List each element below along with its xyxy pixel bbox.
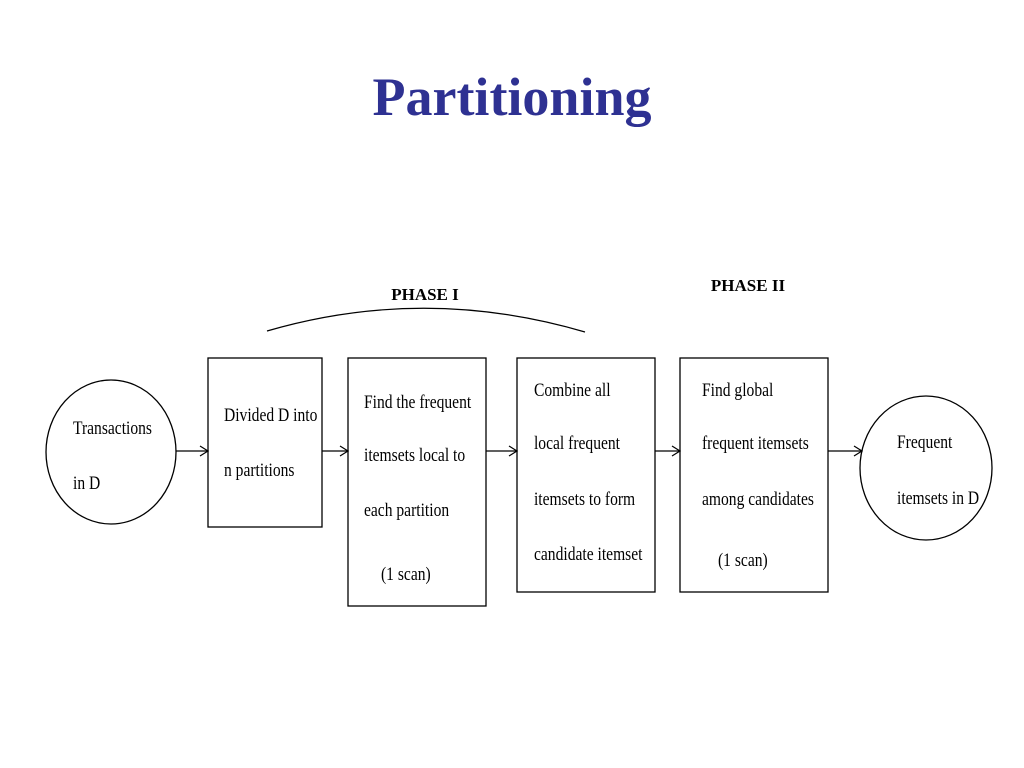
node-local-frequent: Find the frequent itemsets local to each… bbox=[347, 357, 487, 607]
node-combine-line-4: candidate itemset bbox=[534, 544, 643, 565]
node-transactions: Transactions in D bbox=[45, 379, 177, 525]
node-local-frequent-line-2: itemsets local to bbox=[364, 445, 465, 466]
phase-1-label: PHASE I bbox=[391, 285, 459, 304]
node-combine: Combine all local frequent itemsets to f… bbox=[516, 357, 656, 593]
node-global-frequent-box bbox=[679, 357, 829, 593]
node-global-frequent-line-2: frequent itemsets bbox=[702, 433, 809, 454]
arrow-local-to-combine bbox=[486, 445, 519, 457]
node-global-frequent-line-3: among candidates bbox=[702, 489, 814, 510]
node-combine-line-3: itemsets to form bbox=[534, 489, 636, 510]
node-combine-line-1: Combine all bbox=[534, 380, 611, 401]
node-result-line-2: itemsets in D bbox=[897, 488, 979, 509]
node-global-frequent-line-1: Find global bbox=[702, 380, 774, 401]
slide-title: Partitioning bbox=[372, 67, 652, 127]
phase-2-label: PHASE II bbox=[711, 276, 786, 295]
node-local-frequent-line-1: Find the frequent bbox=[364, 392, 471, 413]
node-local-frequent-line-3: each partition bbox=[364, 500, 449, 521]
phase-1-brace bbox=[266, 307, 586, 333]
node-result-circle bbox=[859, 395, 993, 541]
arrow-combine-to-global bbox=[655, 445, 682, 457]
node-local-frequent-line-4: (1 scan) bbox=[381, 564, 431, 585]
node-divide: Divided D into n partitions bbox=[207, 357, 323, 528]
node-global-frequent-line-4: (1 scan) bbox=[718, 550, 768, 571]
arrow-transactions-to-divide bbox=[176, 445, 210, 457]
node-result: Frequent itemsets in D bbox=[859, 395, 993, 541]
arrow-global-to-result bbox=[828, 445, 864, 457]
node-divide-box bbox=[207, 357, 323, 528]
node-transactions-circle bbox=[45, 379, 177, 525]
node-result-line-1: Frequent bbox=[897, 432, 952, 453]
node-divide-line-1: Divided D into bbox=[224, 405, 318, 426]
node-divide-line-2: n partitions bbox=[224, 460, 295, 481]
node-local-frequent-box bbox=[347, 357, 487, 607]
node-combine-box bbox=[516, 357, 656, 593]
node-combine-line-2: local frequent bbox=[534, 433, 620, 454]
node-global-frequent: Find global frequent itemsets among cand… bbox=[679, 357, 829, 593]
node-transactions-line-2: in D bbox=[73, 473, 100, 494]
arrow-divide-to-local bbox=[322, 445, 350, 457]
node-transactions-line-1: Transactions bbox=[73, 418, 152, 439]
